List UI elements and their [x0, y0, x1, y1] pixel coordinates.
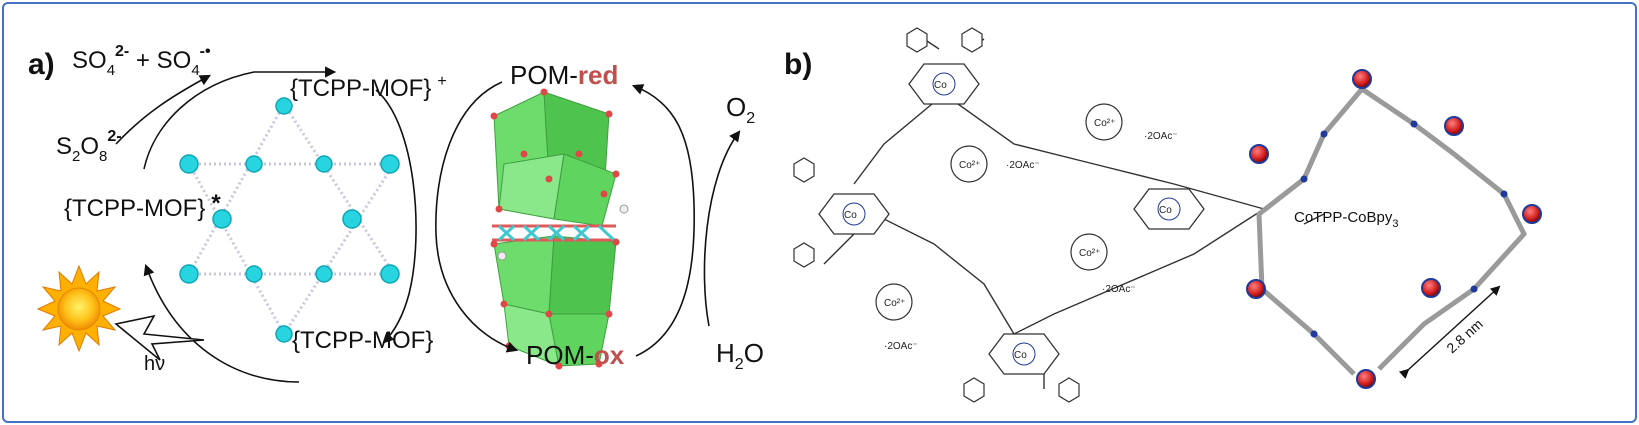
tcpp-mof-ground: {TCPP-MOF} — [292, 327, 433, 354]
radical-superscript: -• — [200, 43, 211, 60]
mof-lattice — [187, 103, 396, 335]
cobpy-unit-2: Co²⁺ ·2OAc⁻ — [1085, 103, 1178, 142]
tcpp-oxidized-text: {TCPP-MOF} — [290, 75, 431, 102]
water-label: H2O — [716, 338, 764, 373]
model-name-label: CoTPP-CoBpy3 — [1294, 209, 1399, 230]
pom-reduced-suffix: red — [578, 60, 618, 90]
water-h: H — [716, 338, 735, 368]
distance-label: 2.8 nm — [1443, 316, 1486, 357]
sun-icon — [36, 264, 122, 353]
oxygen-base: O — [726, 92, 746, 122]
light-label: hν — [144, 353, 165, 375]
porphyrin-center: Co — [1133, 188, 1205, 230]
panel-a: a) SO42- + SO4-• S2O82- { — [28, 43, 764, 383]
cobpy-4-acetate: ·2OAc⁻ — [884, 341, 918, 352]
cobpy-3-acetate: ·2OAc⁻ — [1102, 284, 1136, 295]
porphyrin-bottom: Co — [963, 333, 1080, 403]
persulfate-label: S2O82- — [56, 128, 122, 165]
pom-oxidized-suffix: ox — [594, 340, 625, 370]
panel-a-label: a) — [28, 48, 55, 81]
persulfate-s: S — [56, 133, 72, 160]
lightning-icon — [114, 314, 205, 361]
oxygen-subscript: 2 — [746, 110, 755, 127]
sulfate-products: SO42- + SO4-• — [72, 43, 211, 79]
tcpp-oxidized-charge: + — [437, 73, 446, 90]
water-o: O — [744, 338, 764, 368]
chemical-framework — [823, 38, 1325, 389]
porphyrin-left: Co — [793, 157, 890, 268]
cobpy-unit-4: Co²⁺ ·2OAc⁻ — [875, 283, 918, 352]
tcpp-mof-excited: {TCPP-MOF}* — [64, 190, 221, 222]
oxygen-label: O2 — [726, 92, 755, 127]
distance-arrow — [1398, 285, 1501, 379]
water-oxidation-arrow — [703, 130, 741, 327]
cobpy-1-co: Co²⁺ — [959, 160, 980, 171]
cobpy-1-acetate: ·2OAc⁻ — [1006, 160, 1040, 171]
figure-canvas: a) SO42- + SO4-• S2O82- { — [28, 27, 1542, 403]
persulfate-sub2: 8 — [99, 148, 107, 165]
cycle-arrow-right — [375, 89, 417, 344]
persulfate-superscript: 2- — [107, 128, 121, 145]
tcpp-excited-star: * — [211, 190, 221, 217]
model-framework — [1256, 86, 1528, 376]
model-linker-nitrogens — [1300, 120, 1508, 338]
radical-subscript: 4 — [191, 62, 199, 79]
sulfate-text: SO — [72, 47, 107, 74]
cobpy-3-co: Co²⁺ — [1079, 248, 1100, 259]
panel-b-label: b) — [784, 48, 812, 81]
porphyrin-center-co: Co — [1159, 205, 1172, 216]
cycle-arrow-top-left — [143, 66, 337, 170]
panel-b: b) Co Co — [784, 27, 1542, 403]
pom-reduced-prefix: POM- — [510, 60, 578, 90]
model-name-base: CoTPP-CoBpy — [1294, 209, 1393, 226]
cobpy-unit-1: Co²⁺ ·2OAc⁻ — [950, 145, 1040, 183]
sulfate-subscript: 4 — [107, 62, 115, 79]
plus-sign: + — [129, 47, 156, 74]
porphyrin-bottom-co: Co — [1014, 350, 1027, 361]
tcpp-mof-oxidized: {TCPP-MOF} + — [290, 73, 447, 102]
pom-reduced-label: POM-red — [510, 60, 618, 90]
persulfate-o: O — [80, 133, 99, 160]
mof-nodes — [179, 97, 400, 343]
pom-arrow-right — [631, 84, 696, 357]
persulfate-sub1: 2 — [72, 148, 80, 165]
pom-structure — [490, 88, 629, 370]
cobpy-unit-3: Co²⁺ ·2OAc⁻ — [1070, 233, 1136, 295]
cobpy-2-acetate: ·2OAc⁻ — [1144, 131, 1178, 142]
pom-arrow-left — [435, 81, 519, 353]
porphyrin-top: Co — [906, 27, 983, 105]
porphyrin-top-co: Co — [934, 80, 947, 91]
tcpp-excited-text: {TCPP-MOF} — [64, 195, 205, 222]
model-name-subscript: 3 — [1392, 218, 1398, 230]
sulfate-superscript: 2- — [115, 43, 129, 60]
pom-oxidized-label: POM-ox — [526, 340, 625, 370]
cobpy-2-co: Co²⁺ — [1094, 118, 1115, 129]
radical-text: SO — [157, 47, 192, 74]
persulfate-arrow — [115, 74, 211, 145]
cycle-arrow-bottom-left — [143, 263, 300, 383]
cobpy-4-co: Co²⁺ — [884, 298, 905, 309]
pom-oxidized-prefix: POM- — [526, 340, 594, 370]
water-subscript: 2 — [735, 356, 744, 373]
porphyrin-left-co: Co — [844, 210, 857, 221]
model-cobalt-atoms — [1246, 69, 1542, 389]
